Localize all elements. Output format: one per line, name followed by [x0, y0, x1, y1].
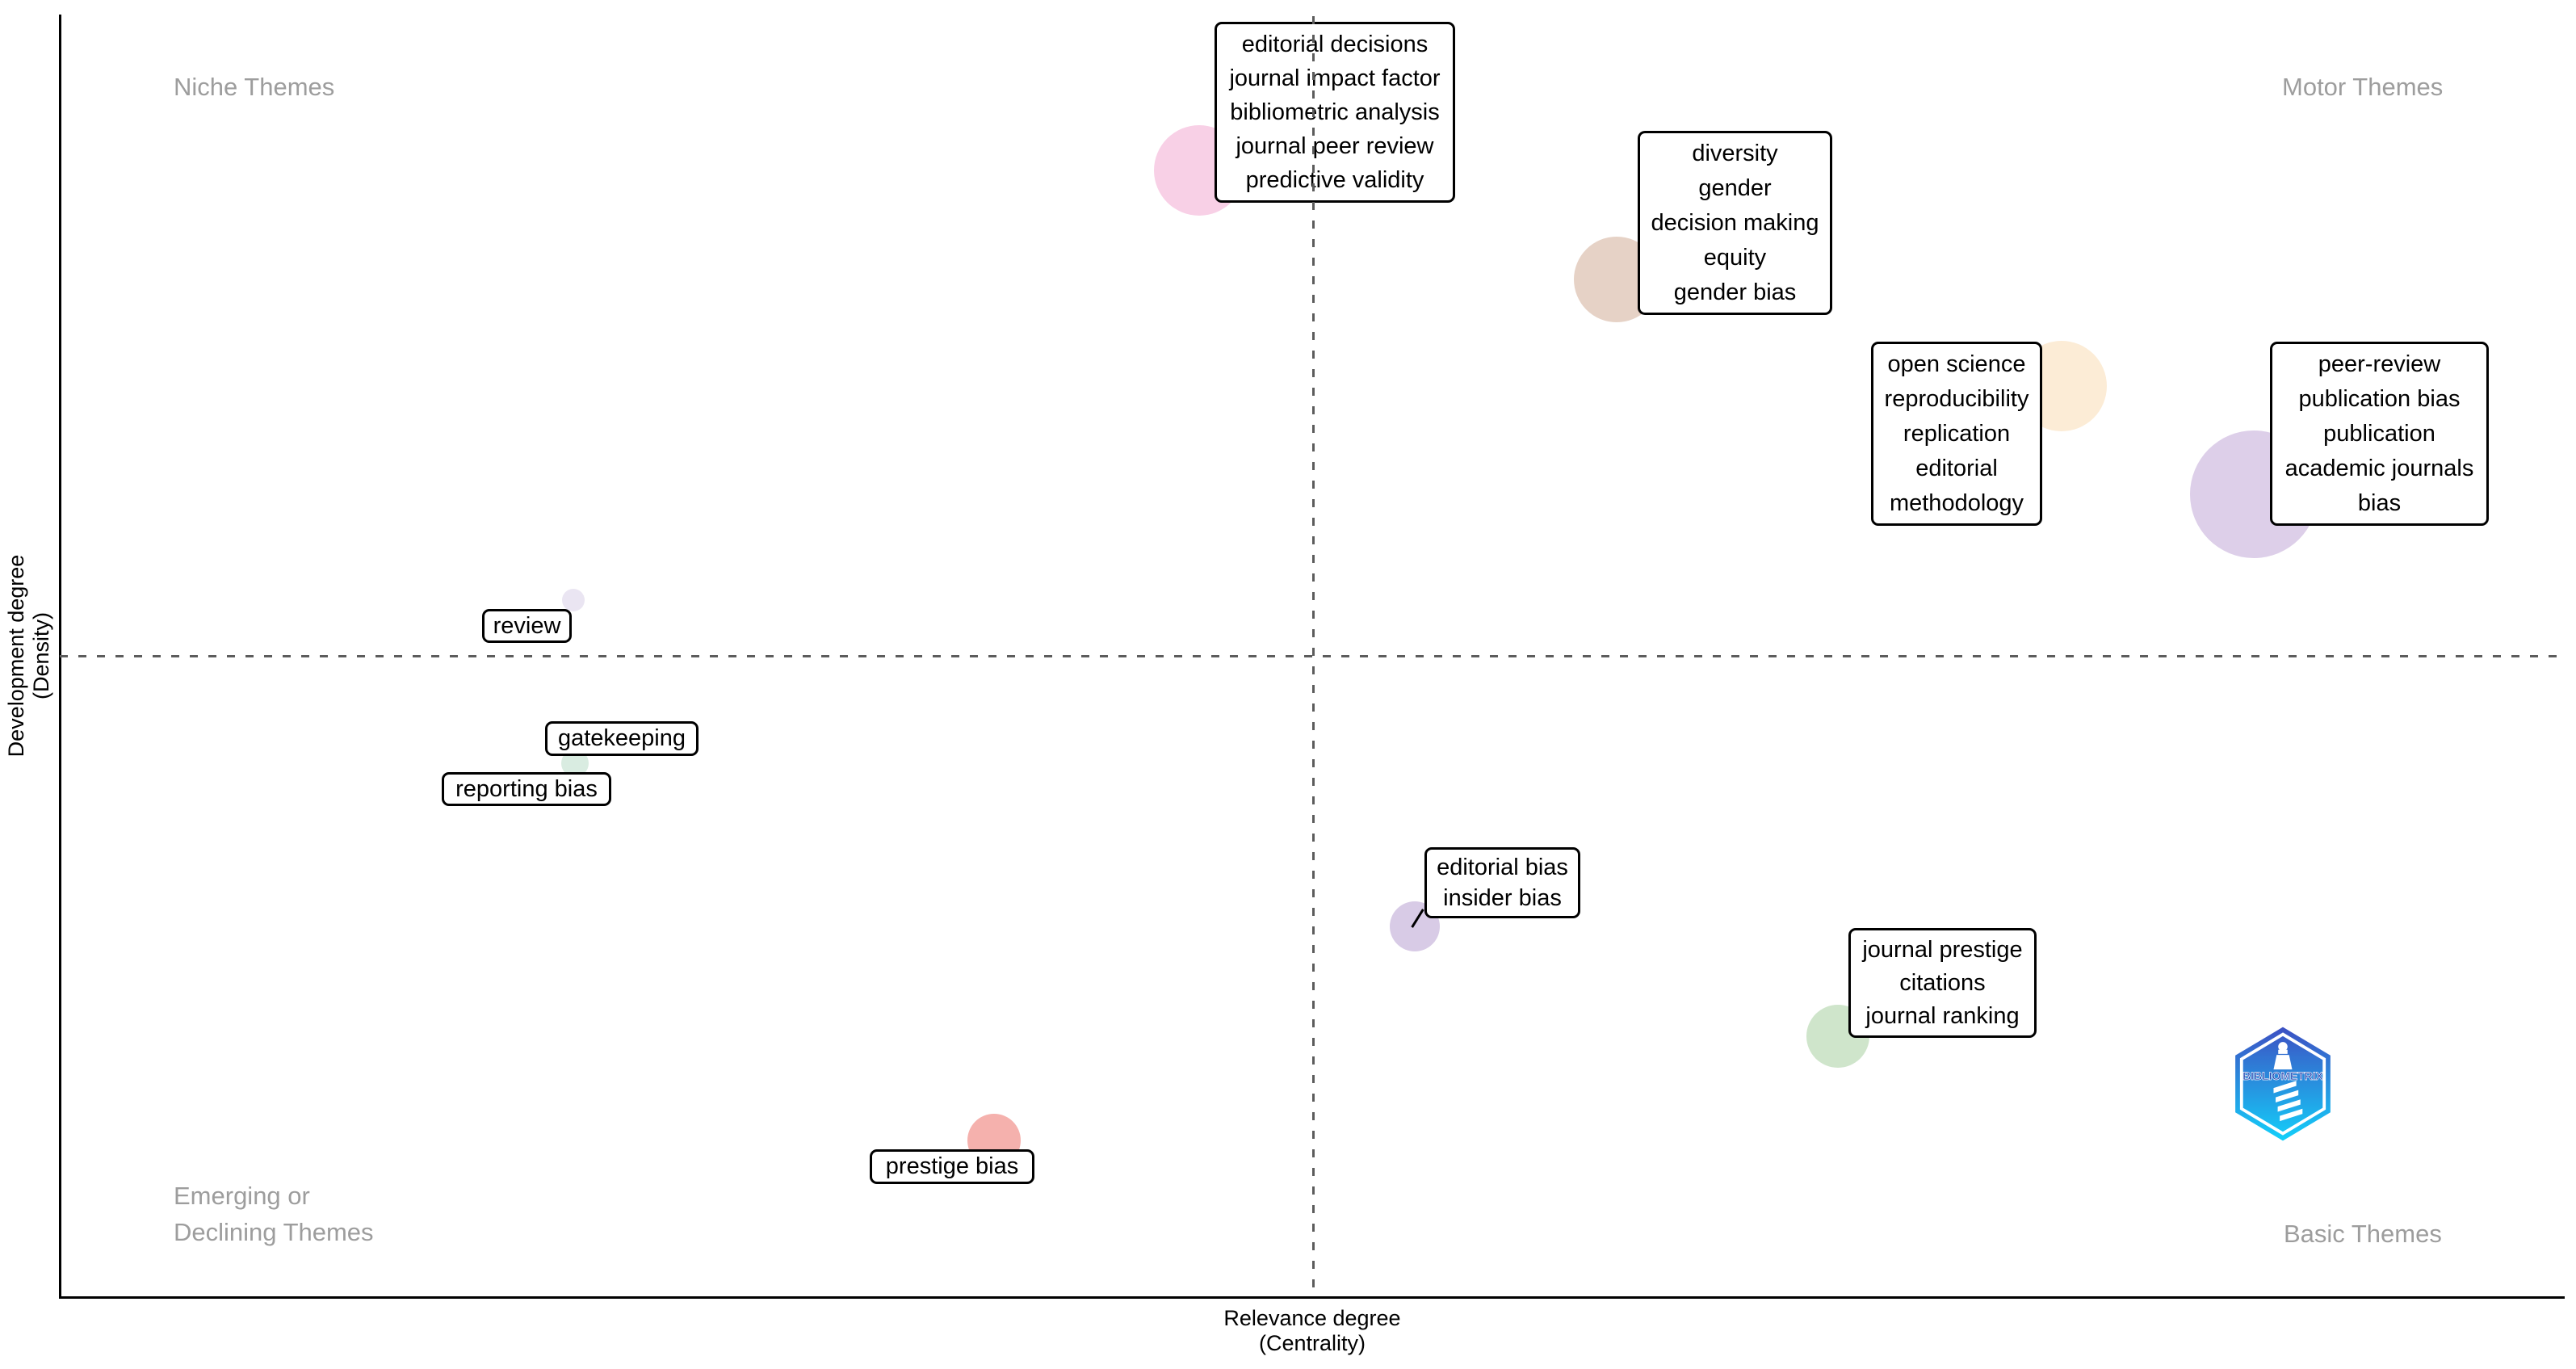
theme-label: journal peer review: [1236, 133, 1434, 159]
theme-label: bias: [2357, 489, 2402, 516]
theme-label: gender: [1698, 174, 1772, 201]
quadrant-label-basic: Basic Themes: [2284, 1220, 2442, 1248]
theme-label: prestige bias: [885, 1153, 1019, 1179]
theme-label: journal prestige: [1862, 936, 2023, 963]
quadrant-label-line: Emerging or: [174, 1182, 310, 1210]
theme-box-prestige-bias: prestige bias: [870, 1149, 1034, 1184]
theme-label: decision making: [1651, 209, 1819, 236]
theme-label: gatekeeping: [557, 725, 686, 751]
theme-label: editorial: [1915, 455, 1998, 481]
bibliometrix-logo-icon: BIBLIOMETRIX: [2235, 1027, 2331, 1141]
theme-box-editorial-bias: editorial bias insider bias: [1424, 847, 1580, 918]
theme-label: journal ranking: [1865, 1002, 2020, 1029]
theme-label: editorial decisions: [1241, 31, 1429, 57]
theme-label: publication: [2323, 420, 2435, 447]
y-axis-title-line: Development degree: [4, 554, 28, 758]
x-axis-line: [59, 1296, 2565, 1299]
theme-label: publication bias: [2298, 385, 2461, 412]
theme-label: insider bias: [1443, 885, 1562, 911]
quadrant-label-line: Declining Themes: [174, 1218, 374, 1246]
logo-hexagon: [2235, 1027, 2331, 1141]
theme-label: peer-review: [2318, 351, 2441, 377]
x-axis-title-line: (Centrality): [1258, 1331, 1366, 1355]
quadrant-label-emerging-declining: Emerging or Declining Themes: [174, 1178, 374, 1250]
theme-label: gender bias: [1673, 279, 1797, 305]
quadrant-divider-horizontal: [60, 655, 2565, 657]
theme-label: reproducibility: [1884, 385, 2029, 412]
y-axis-title-line: (Density): [29, 611, 53, 700]
theme-label: bibliometric analysis: [1230, 99, 1440, 125]
theme-box-reporting-bias: reporting bias: [442, 772, 611, 806]
theme-label: open science: [1887, 351, 2026, 377]
theme-box-peer-review: peer-review publication bias publication ac…: [2270, 342, 2489, 526]
theme-box-review: review: [482, 609, 572, 643]
theme-box-journal-prestige: journal prestige citations journal ranking: [1848, 928, 2037, 1038]
theme-label: reporting bias: [455, 776, 598, 802]
theme-bubble-review: [562, 589, 585, 611]
theme-label: academic journals: [2284, 455, 2474, 481]
theme-box-open-science: open science reproducibility replication ed…: [1871, 342, 2042, 526]
theme-label: replication: [1903, 420, 2011, 447]
theme-label: diversity: [1692, 140, 1778, 166]
theme-label: predictive validity: [1245, 167, 1424, 193]
theme-label: citations: [1899, 969, 1986, 996]
logo-lighthouse: [2273, 1042, 2303, 1122]
logo-text: BIBLIOMETRIX: [2242, 1069, 2323, 1082]
x-axis-title-line: Relevance degree: [1223, 1306, 1401, 1330]
theme-label: editorial bias: [1437, 855, 1568, 880]
x-axis-title: Relevance degree (Centrality): [1151, 1306, 1474, 1356]
theme-label: journal impact factor: [1229, 65, 1441, 91]
quadrant-label-motor: Motor Themes: [2282, 73, 2444, 101]
theme-label: review: [493, 613, 561, 639]
theme-label: methodology: [1889, 489, 2024, 516]
theme-box-editorial-decisions: editorial decisions journal impact factor…: [1215, 22, 1455, 203]
theme-box-diversity: diversity gender decision making equity gend…: [1638, 131, 1832, 315]
theme-label: equity: [1703, 244, 1767, 271]
y-axis-title: Development degree (Density): [4, 555, 54, 758]
theme-box-gatekeeping: gatekeeping: [545, 721, 699, 756]
quadrant-label-niche: Niche Themes: [174, 73, 335, 101]
